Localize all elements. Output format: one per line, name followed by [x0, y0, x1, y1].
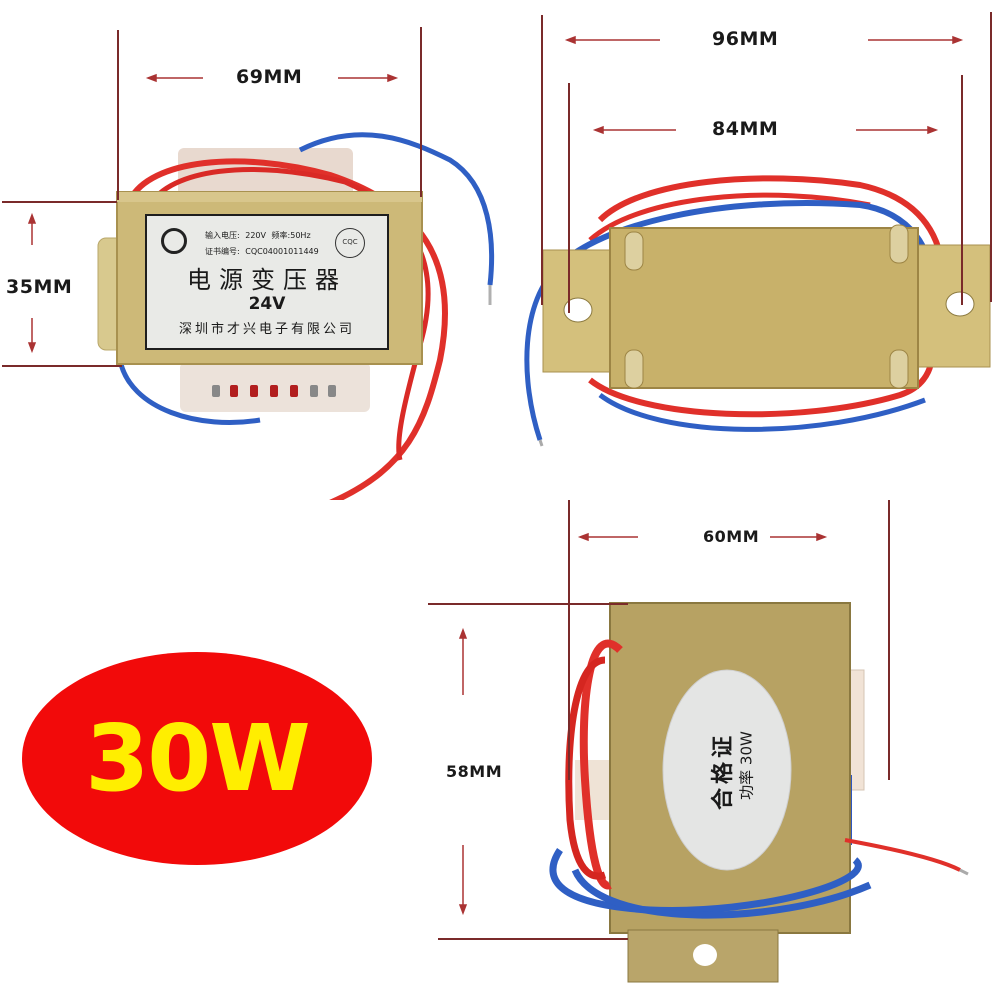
certificate-power: 功率 30W [737, 731, 756, 800]
transformer-base-illustration [524, 175, 991, 447]
dimension-line [568, 500, 570, 780]
dimension-line [420, 27, 422, 197]
dimension-line [438, 938, 628, 940]
dimension-line [2, 201, 117, 203]
power-rating-text: 30W [85, 705, 311, 812]
dimension-mount-label: 84MM [712, 118, 779, 140]
dimension-width-label: 69MM [236, 66, 303, 88]
power-rating-badge: 30W [22, 652, 372, 865]
brand-logo-icon [161, 228, 187, 254]
dimension-height-label: 58MM [446, 762, 503, 781]
dimension-width-label: 60MM [703, 527, 760, 546]
nameplate-voltage: 24V [248, 294, 286, 314]
dimension-line [568, 83, 570, 313]
cqc-mark-icon: CQC [335, 228, 365, 258]
dimension-line [541, 15, 543, 305]
dimension-line [428, 603, 628, 605]
input-voltage-label: 输入电压: 220V 频率:50Hz [205, 231, 311, 240]
nameplate-title: 电源变压器 [187, 266, 347, 294]
dimension-line [2, 365, 122, 367]
dimension-line [961, 75, 963, 305]
dimension-overall-label: 96MM [712, 28, 779, 50]
certificate-title: 合格证 [711, 732, 736, 811]
cert-number-label: 证书编号: CQC04001011449 [205, 247, 319, 256]
nameplate-label: 输入电压: 220V 频率:50Hz 证书编号: CQC04001011449 … [145, 214, 389, 350]
dimension-line [117, 30, 119, 200]
dimension-line [888, 500, 890, 780]
dimension-line [990, 12, 992, 302]
dimension-height-label: 35MM [6, 276, 73, 298]
nameplate-manufacturer: 深圳市才兴电子有限公司 [178, 322, 355, 337]
